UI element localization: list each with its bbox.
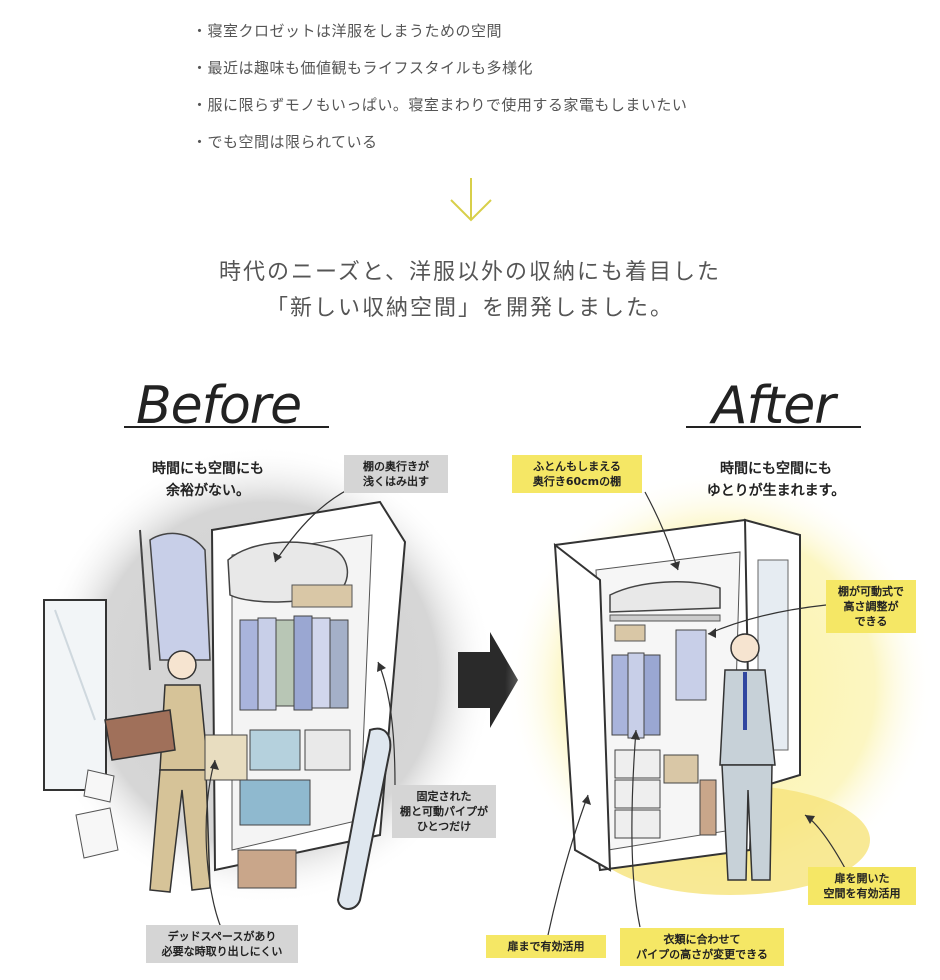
label-text: 棚と可動パイプが	[400, 805, 488, 818]
after-caption: 時間にも空間にも ゆとりが生まれます。	[676, 458, 876, 502]
intro-bullet: ・でも空間は限られている	[192, 133, 378, 151]
label-text: できる	[854, 615, 888, 628]
headline-line2: 「新しい収納空間」を開発しました。	[265, 296, 674, 321]
intro-bullet: ・最近は趣味も価値観もライフスタイルも多様化	[192, 59, 534, 77]
label-text: 高さ調整が	[843, 600, 899, 613]
label-text: 奥行き60cmの棚	[532, 475, 622, 488]
label-text: ひとつだけ	[416, 820, 472, 833]
after-hanging-clothes	[611, 629, 707, 739]
label-dead-space: デッドスペースがあり 必要な時取り出しにくい	[146, 925, 298, 963]
intro-bullet: ・寝室クロゼットは洋服をしまうための空間	[192, 22, 503, 40]
label-text: デッドスペースがあり	[167, 930, 277, 943]
label-text: 扉を開いた	[834, 872, 890, 885]
after-caption-line1: 時間にも空間にも	[720, 461, 832, 477]
label-fixed-shelf: 固定された 棚と可動パイプが ひとつだけ	[392, 785, 496, 838]
down-arrow-icon	[450, 178, 492, 222]
before-caption-line2: 余裕がない。	[166, 483, 250, 499]
label-text: 空間を有効活用	[823, 887, 901, 900]
after-caption-line2: ゆとりが生まれます。	[706, 483, 846, 499]
label-text: パイプの高さが変更できる	[636, 948, 768, 961]
intro-bullet: ・服に限らずモノもいっぱい。寝室まわりで使用する家電もしまいたい	[192, 96, 688, 114]
before-hanging-clothes	[239, 615, 349, 711]
headline-line1: 時代のニーズと、洋服以外の収納にも着目した	[218, 260, 722, 285]
headline: 時代のニーズと、洋服以外の収納にも着目した 「新しい収納空間」を開発しました。	[0, 255, 940, 327]
after-illustration	[505, 470, 935, 936]
label-text: ふとんもしまえる	[533, 460, 621, 473]
after-title: After	[686, 376, 861, 436]
label-text: 衣類に合わせて	[663, 933, 741, 946]
after-person	[699, 633, 776, 881]
label-door-use: 扉まで有効活用	[486, 935, 606, 958]
mirror-shape	[43, 599, 107, 791]
label-text: 固定された	[416, 790, 472, 803]
label-text: 扉まで有効活用	[507, 940, 585, 953]
before-illustration	[35, 445, 495, 931]
label-text: 必要な時取り出しにくい	[161, 945, 283, 958]
intro-bullets: ・寝室クロゼットは洋服をしまうための空間 ・最近は趣味も価値観もライフスタイルも…	[192, 20, 687, 168]
before-person	[104, 650, 211, 893]
label-shallow-shelf: 棚の奥行きが 浅くはみ出す	[344, 455, 448, 493]
before-caption-line1: 時間にも空間にも	[152, 461, 264, 477]
label-futon-shelf: ふとんもしまえる 奥行き60cmの棚	[512, 455, 642, 493]
right-arrow-icon	[458, 632, 518, 728]
label-text: 棚が可動式で	[838, 585, 904, 598]
label-movable-shelf: 棚が可動式で 高さ調整が できる	[826, 580, 916, 633]
label-text: 浅くはみ出す	[363, 475, 429, 488]
before-title: Before	[124, 376, 329, 436]
label-open-door-space: 扉を開いた 空間を有効活用	[808, 867, 916, 905]
label-pipe-height: 衣類に合わせて パイプの高さが変更できる	[620, 928, 784, 966]
label-text: 棚の奥行きが	[363, 460, 429, 473]
illustration-scene	[35, 445, 935, 936]
before-caption: 時間にも空間にも 余裕がない。	[118, 458, 298, 502]
